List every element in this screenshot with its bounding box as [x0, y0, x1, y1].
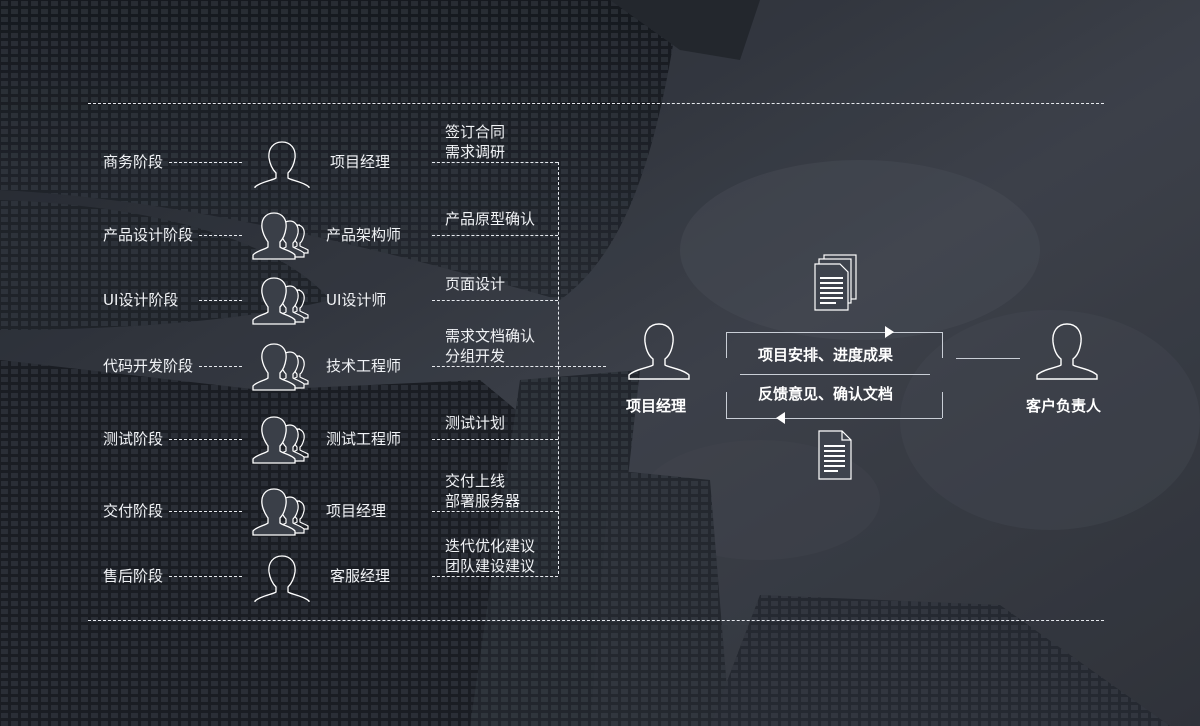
group-people-icon: [252, 277, 309, 325]
role-label: 项目经理: [330, 153, 391, 171]
stage-label: 交付阶段: [103, 502, 164, 520]
client-lead-icon: [1036, 323, 1098, 380]
task-label: 签订合同 需求调研: [445, 123, 506, 161]
stage-connector: [169, 576, 242, 577]
role-label: 技术工程师: [326, 357, 402, 375]
hub-pm-label: 项目经理: [626, 397, 687, 415]
task-underline: [432, 235, 558, 236]
collector-line: [558, 162, 559, 574]
role-label: 客服经理: [330, 567, 391, 585]
task-label: 产品原型确认: [445, 210, 536, 228]
project-manager-icon: [628, 323, 690, 380]
task-underline: [432, 366, 558, 367]
task-underline: [432, 300, 558, 301]
stage-label: 商务阶段: [103, 153, 164, 171]
client-connector: [956, 358, 1020, 359]
stage-label: 代码开发阶段: [103, 357, 194, 375]
exchange-right-bottom: [942, 392, 943, 418]
exchange-top-line: [726, 332, 942, 333]
task-underline: [432, 162, 558, 163]
role-label: 项目经理: [326, 502, 387, 520]
single-person-icon: [254, 141, 310, 188]
exchange-left-top: [726, 332, 727, 358]
stage-connector: [169, 439, 242, 440]
role-label: UI设计师: [326, 291, 387, 309]
task-label: 交付上线 部署服务器: [445, 472, 521, 510]
stage-connector: [169, 162, 242, 163]
stage-label: UI设计阶段: [103, 291, 179, 309]
exchange-mid-line: [740, 374, 930, 375]
connector-to-pm: [558, 366, 606, 367]
stage-label: 测试阶段: [103, 430, 164, 448]
stage-label: 产品设计阶段: [103, 226, 194, 244]
stage-connector: [199, 300, 242, 301]
task-underline: [432, 439, 558, 440]
single-person-icon: [254, 555, 310, 602]
group-people-icon: [252, 416, 309, 464]
task-label: 测试计划: [445, 414, 506, 432]
task-underline: [432, 511, 558, 512]
role-label: 测试工程师: [326, 430, 402, 448]
group-people-icon: [252, 212, 309, 260]
arrow-left-icon: [776, 412, 785, 424]
top-divider: [88, 103, 1104, 104]
stage-connector: [199, 366, 242, 367]
exchange-forward-text: 项目安排、进度成果: [758, 346, 894, 364]
role-label: 产品架构师: [326, 226, 402, 244]
stage-connector: [199, 235, 242, 236]
exchange-left-bottom: [726, 392, 727, 418]
exchange-right-top: [942, 332, 943, 358]
task-label: 需求文档确认 分组开发: [445, 327, 536, 365]
task-underline: [432, 576, 558, 577]
task-label: 页面设计: [445, 275, 506, 293]
arrow-right-icon: [885, 326, 894, 338]
stage-label: 售后阶段: [103, 567, 164, 585]
task-label: 迭代优化建议 团队建设建议: [445, 537, 536, 575]
hub-client-label: 客户负责人: [1026, 397, 1102, 415]
document-stack-icon: [814, 254, 857, 311]
stage-connector: [169, 511, 242, 512]
bottom-divider: [88, 620, 1104, 621]
group-people-icon: [252, 488, 309, 536]
exchange-backward-text: 反馈意见、确认文档: [758, 385, 894, 403]
document-icon: [818, 430, 852, 480]
group-people-icon: [252, 343, 309, 391]
exchange-bottom-line: [726, 418, 942, 419]
